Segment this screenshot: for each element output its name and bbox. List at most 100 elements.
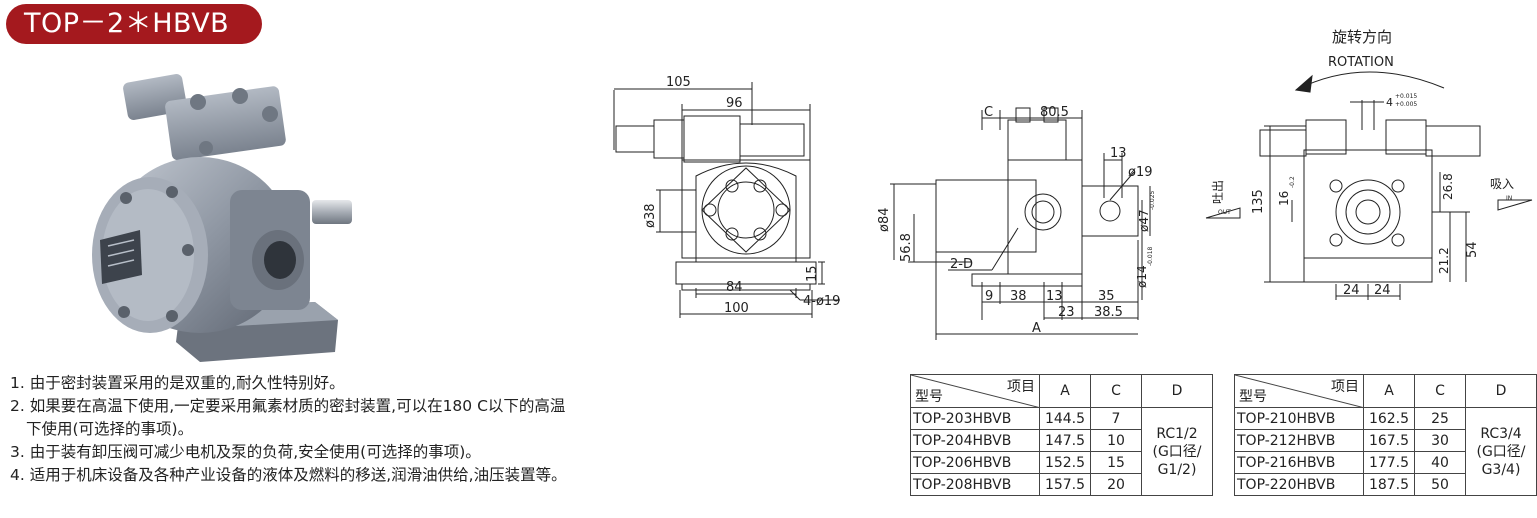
dim-2-D: 2-D: [950, 257, 973, 272]
dim-96: 96: [726, 96, 743, 111]
shaft-view-drawing: 旋转方向 ROTATION 4 +0.015 +0.005 吐出 OUT 吸入 …: [1205, 28, 1533, 300]
header-model: 型号: [1239, 389, 1267, 405]
rotation-label-cn: 旋转方向: [1332, 28, 1392, 46]
outlet-label-cn: 吐出: [1211, 180, 1225, 204]
key-tol-top: +0.015: [1395, 93, 1417, 100]
dim-135: 135: [1251, 189, 1266, 214]
dim-23: 23: [1058, 305, 1075, 320]
dim-21-2: 21.2: [1437, 247, 1451, 274]
dim-dia47-tol: -0.025: [1149, 190, 1156, 210]
value-d: RC1/2 (G口径/ G1/2): [1141, 407, 1213, 496]
model-cell: TOP-212HBVB: [1234, 429, 1364, 452]
spec-table-small: 项目 型号 A C D TOP-203HBVB 144.5 7 RC1/2 (G…: [910, 374, 1213, 496]
header-C: C: [1414, 374, 1466, 408]
value-a: 162.5: [1363, 407, 1415, 430]
dim-dia14: ø14: [1135, 265, 1149, 288]
dim-54: 54: [1465, 241, 1480, 258]
model-cell: TOP-210HBVB: [1234, 407, 1364, 430]
key-tol-bottom: +0.005: [1395, 101, 1417, 108]
dim-dia47: ø47: [1137, 209, 1151, 232]
product-title: TOP－2＊HBVB: [6, 4, 262, 44]
d-line: G1/2): [1157, 461, 1197, 478]
dim-26-8: 26.8: [1441, 173, 1455, 200]
table-row: TOP-212HBVB 167.5 30: [1234, 429, 1537, 452]
value-c: 7: [1090, 407, 1142, 430]
table-row: TOP-206HBVB 152.5 15: [910, 451, 1213, 474]
model-cell: TOP-206HBVB: [910, 451, 1040, 474]
header-D: D: [1465, 374, 1537, 408]
value-a: 144.5: [1039, 407, 1091, 430]
value-c: 30: [1414, 429, 1466, 452]
feature-item-2-cont: 下使用(可选择的事项)。: [26, 420, 194, 438]
value-c: 20: [1090, 473, 1142, 496]
table-header-diagonal: 项目 型号: [1234, 374, 1365, 408]
model-cell: TOP-208HBVB: [910, 473, 1040, 496]
value-a: 177.5: [1363, 451, 1415, 474]
model-cell: TOP-216HBVB: [1234, 451, 1364, 474]
table-row: TOP-210HBVB 162.5 25 RC3/4 (G口径/ G3/4): [1234, 407, 1537, 496]
dim-dia84: ø84: [877, 208, 892, 233]
pump-product-photo: [92, 74, 352, 362]
feature-list: 1. 由于密封装置采用的是双重的,耐久性特别好。 2. 如果要在高温下使用,一定…: [10, 372, 567, 487]
model-cell: TOP-204HBVB: [910, 429, 1040, 452]
dim-13-top: 13: [1110, 146, 1127, 161]
d-line: G3/4): [1481, 461, 1521, 478]
inlet-label-cn: 吸入: [1490, 177, 1514, 191]
front-view-drawing: 105 96 ø38 15 84 100 4-ø19: [613, 75, 840, 318]
rotation-label-en: ROTATION: [1328, 55, 1394, 70]
dim-84: 84: [726, 280, 743, 295]
key-dim: 4: [1386, 96, 1393, 109]
model-cell: TOP-203HBVB: [910, 407, 1040, 430]
dim-16-tol: -0.2: [1289, 176, 1296, 188]
dim-dia38: ø38: [643, 204, 658, 229]
header-A: A: [1363, 374, 1415, 408]
model-cell: TOP-220HBVB: [1234, 473, 1364, 496]
table-row: TOP-204HBVB 147.5 10: [910, 429, 1213, 452]
d-line: RC3/4: [1480, 425, 1522, 442]
dim-38-5: 38.5: [1094, 305, 1123, 320]
header-A: A: [1039, 374, 1091, 408]
table-header-diagonal: 项目 型号: [910, 374, 1041, 408]
table-row: TOP-220HBVB 187.5 50: [1234, 473, 1537, 496]
d-line: (G口径/: [1476, 443, 1526, 460]
spec-table-large: 项目 型号 A C D TOP-210HBVB 162.5 25 RC3/4 (…: [1234, 374, 1537, 496]
header-D: D: [1141, 374, 1213, 408]
d-line: (G口径/: [1152, 443, 1202, 460]
dim-9: 9: [985, 289, 993, 304]
value-a: 152.5: [1039, 451, 1091, 474]
value-c: 40: [1414, 451, 1466, 474]
dim-24-left: 24: [1343, 283, 1360, 298]
value-c: 10: [1090, 429, 1142, 452]
dim-38: 38: [1010, 289, 1027, 304]
dim-A: A: [1032, 321, 1041, 336]
header-item: 项目: [1331, 379, 1359, 395]
header-model: 型号: [915, 389, 943, 405]
value-a: 167.5: [1363, 429, 1415, 452]
table-row: TOP-208HBVB 157.5 20: [910, 473, 1213, 496]
side-view-drawing: C 80.5 13 ø19 ø84 56.8 2-D 9 38 13 35 23…: [877, 105, 1156, 340]
feature-item-1: 1. 由于密封装置采用的是双重的,耐久性特别好。: [10, 374, 345, 392]
dim-bolt-holes: 4-ø19: [803, 294, 840, 309]
dim-80-5: 80.5: [1040, 105, 1069, 120]
value-c: 25: [1414, 407, 1466, 430]
dim-C: C: [984, 105, 993, 120]
header-item: 项目: [1007, 379, 1035, 395]
dim-dia14-tol: -0.018: [1147, 246, 1154, 266]
value-a: 157.5: [1039, 473, 1091, 496]
dim-15: 15: [805, 265, 820, 282]
dim-56-8: 56.8: [899, 233, 914, 262]
dim-100: 100: [724, 301, 749, 316]
feature-item-2: 2. 如果要在高温下使用,一定要采用氟素材质的密封装置,可以在180 C以下的高…: [10, 397, 566, 415]
feature-item-3: 3. 由于装有卸压阀可减少电机及泵的负荷,安全使用(可选择的事项)。: [10, 443, 481, 461]
value-c: 50: [1414, 473, 1466, 496]
value-a: 187.5: [1363, 473, 1415, 496]
feature-item-4: 4. 适用于机床设备及各种产业设备的液体及燃料的移送,润滑油供给,油压装置等。: [10, 466, 567, 484]
d-line: RC1/2: [1156, 425, 1198, 442]
inlet-label-en: IN: [1506, 195, 1512, 202]
outlet-label-en: OUT: [1218, 209, 1231, 216]
header-C: C: [1090, 374, 1142, 408]
value-d: RC3/4 (G口径/ G3/4): [1465, 407, 1537, 496]
dim-16: 16: [1277, 191, 1291, 206]
table-row: TOP-203HBVB 144.5 7 RC1/2 (G口径/ G1/2): [910, 407, 1213, 496]
dim-24-right: 24: [1374, 283, 1391, 298]
